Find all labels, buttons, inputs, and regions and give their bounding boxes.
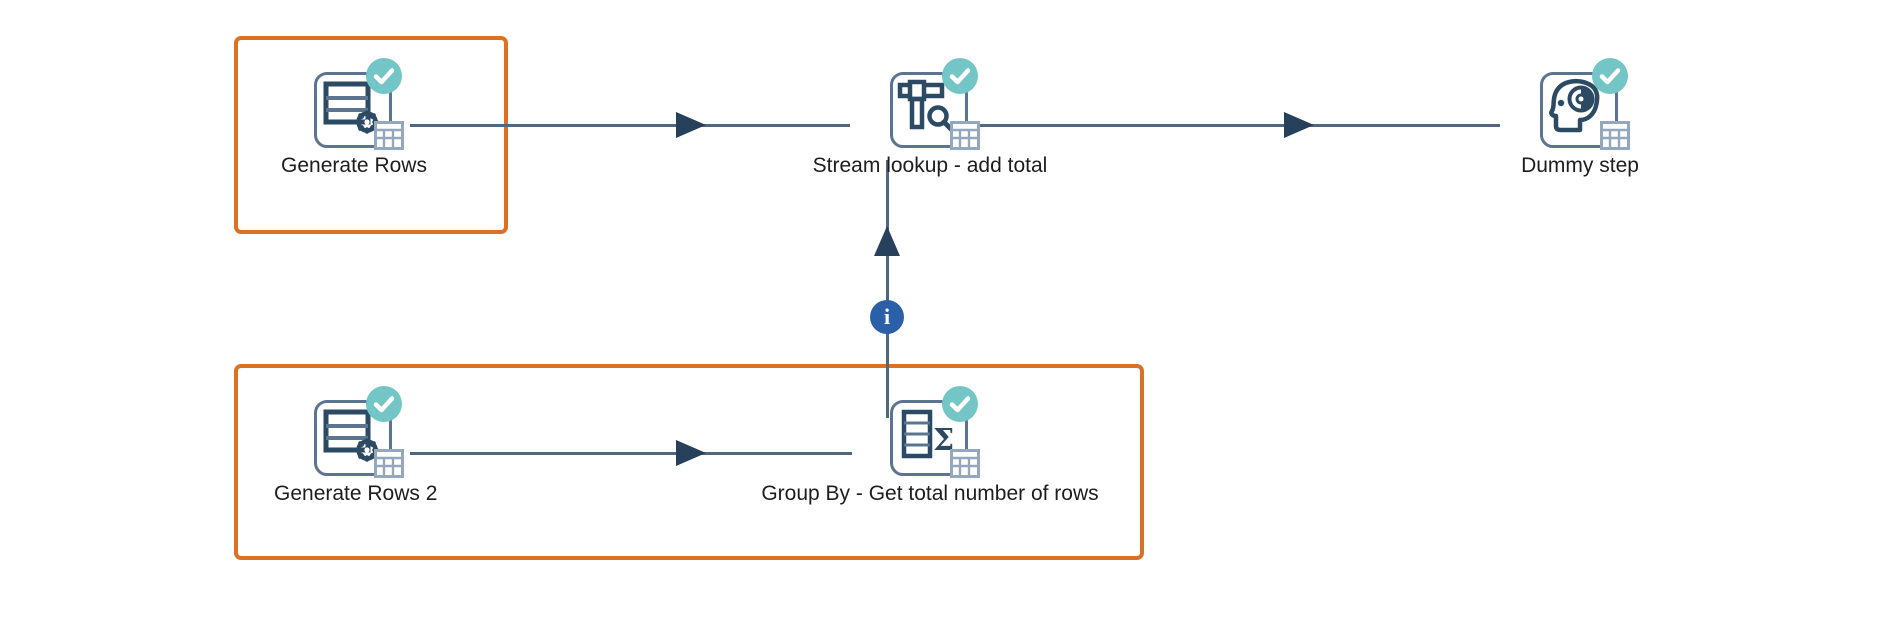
data-grid-icon [374, 121, 404, 150]
check-circle-icon [942, 58, 978, 94]
hop-arrow-generate-rows-to-stream-lookup [676, 112, 706, 138]
step-icon-dummy-step[interactable] [1530, 58, 1630, 150]
generate-rows-icon [323, 409, 379, 462]
group-by-sigma-icon: Σ [901, 409, 954, 459]
check-circle-icon [366, 58, 402, 94]
hop-arrow-group-by-to-stream-lookup [874, 226, 900, 256]
selection-box-generate-rows[interactable] [234, 36, 508, 234]
svg-text:Σ: Σ [933, 423, 954, 458]
hop-info-icon[interactable]: i [870, 300, 904, 334]
hop-generate-rows-2-to-group-by[interactable] [410, 452, 852, 455]
step-group-by[interactable]: Σ Group By - Get total number of rows [761, 386, 1099, 506]
step-stream-lookup[interactable]: Stream lookup - add total [813, 58, 1047, 178]
step-label-stream-lookup: Stream lookup - add total [812, 154, 1048, 177]
hop-group-by-to-stream-lookup[interactable] [886, 160, 889, 418]
step-icon-group-by[interactable]: Σ [880, 386, 980, 478]
hop-arrow-stream-lookup-to-dummy-step [1284, 112, 1314, 138]
data-grid-icon [1600, 121, 1630, 150]
stream-lookup-icon [897, 79, 955, 133]
step-generate-rows[interactable]: Generate Rows [274, 58, 434, 178]
hop-generate-rows-to-stream-lookup[interactable] [410, 124, 850, 127]
generate-rows-icon [323, 81, 379, 134]
step-label-generate-rows: Generate Rows [281, 154, 427, 177]
hop-arrow-generate-rows-2-to-group-by [676, 440, 706, 466]
step-generate-rows-2[interactable]: Generate Rows 2 [274, 386, 438, 506]
data-grid-icon [950, 121, 980, 150]
data-grid-icon [374, 449, 404, 478]
step-icon-generate-rows[interactable] [304, 58, 404, 150]
step-icon-generate-rows-2[interactable] [304, 386, 404, 478]
hop-stream-lookup-to-dummy-step[interactable] [930, 124, 1500, 127]
step-icon-stream-lookup[interactable] [880, 58, 980, 150]
step-label-dummy-step: Dummy step [1521, 154, 1639, 177]
selection-box-generate-rows-2-group-by[interactable] [234, 364, 1144, 560]
check-circle-icon [1592, 58, 1628, 94]
step-dummy-step[interactable]: Dummy step [1500, 58, 1660, 178]
dummy-step-icon [1549, 78, 1600, 133]
data-grid-icon [950, 449, 980, 478]
step-label-generate-rows-2: Generate Rows 2 [274, 482, 438, 505]
check-circle-icon [366, 386, 402, 422]
check-circle-icon [942, 386, 978, 422]
step-label-group-by: Group By - Get total number of rows [761, 482, 1099, 505]
